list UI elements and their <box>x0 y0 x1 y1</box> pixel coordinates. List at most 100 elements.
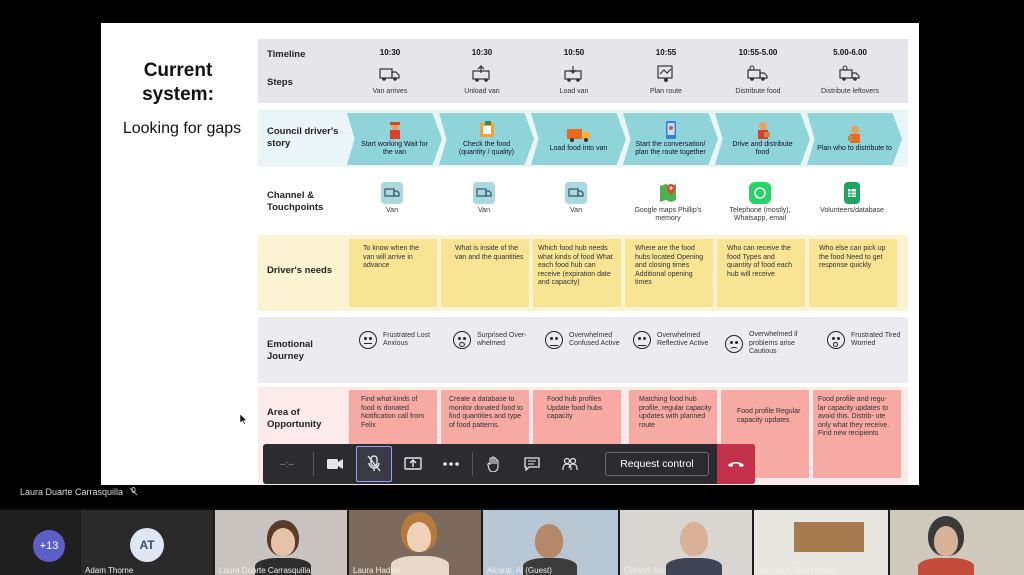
step-time: 10:55 <box>655 48 677 57</box>
channel-label: Telephone (mostly), Whatsapp, email <box>729 207 791 222</box>
sheets-icon <box>844 182 860 204</box>
participant-tile[interactable]: Wojciech Szczepański <box>754 510 888 575</box>
participant-tile[interactable]: Laura Duarte Carrasquilla <box>215 510 347 575</box>
story-text: Plan who to distribute to <box>817 145 892 152</box>
presenter-name-text: Laura Duarte Carrasquilla <box>20 487 124 497</box>
channel-column: Van <box>347 182 437 215</box>
step-column: 10:50 Load van <box>529 48 619 95</box>
story-text: Load food into van <box>549 145 608 152</box>
step-column: 5.00-6.00 Distribute leftovers <box>805 48 895 95</box>
van-icon <box>381 182 403 204</box>
request-control-button[interactable]: Request control <box>605 452 709 476</box>
overflow-count: +13 <box>33 530 65 562</box>
story-text: Start working Wait for the van <box>361 141 428 156</box>
participant-name: Adam Thorne <box>85 566 134 575</box>
step-label: Plan route <box>650 88 682 95</box>
step-label: Unload van <box>464 88 500 95</box>
call-timer: --:-- <box>279 459 295 469</box>
chat-button[interactable] <box>513 444 551 484</box>
camera-button[interactable] <box>316 444 354 484</box>
google-maps-icon <box>657 182 679 204</box>
channel-column: Van <box>439 182 529 215</box>
step-time: 5.00-6.00 <box>833 48 867 57</box>
participant-name: Wojciech Szczepański <box>758 566 838 575</box>
step-label: Load van <box>559 88 589 95</box>
participants-icon <box>562 457 578 470</box>
step-label: Distribute food <box>735 88 781 95</box>
toolbar-divider <box>472 452 473 476</box>
frustrated-face-icon <box>359 331 377 349</box>
participants-button[interactable] <box>551 444 589 484</box>
row-label-story: Council driver's story <box>267 126 339 149</box>
story-chevron: Drive and distribute food <box>715 113 810 165</box>
channel-column: Telephone (mostly), Whatsapp, email <box>715 182 805 223</box>
whatsapp-icon <box>749 182 771 204</box>
hang-up-button[interactable] <box>717 444 755 484</box>
row-label-timeline: Timeline <box>267 49 306 60</box>
emotion-words: Frustrated Tired Worried <box>851 331 901 348</box>
mute-button[interactable] <box>356 446 392 482</box>
step-time: 10:50 <box>563 48 585 57</box>
overflow-participants-tile[interactable]: +13 <box>0 510 80 575</box>
participant-tile[interactable]: Gideon Jan <box>620 510 752 575</box>
needs-note: Who can receive the food Types and quant… <box>717 239 805 307</box>
channel-label: Volunteers/database <box>820 207 884 214</box>
emotion-words: Overwhelmed Reflective Active <box>657 331 709 348</box>
needs-note: Where are the food hubs located Opening … <box>625 239 713 307</box>
worker-icon <box>389 122 400 139</box>
step-column: 10:30 Unload van <box>437 48 527 95</box>
hang-up-icon <box>728 462 744 467</box>
emotion-item: Surprised Over- whelmed <box>453 331 543 349</box>
van-icon <box>473 182 495 204</box>
story-text: Drive and distribute food <box>732 141 793 156</box>
participant-tile[interactable]: AT Adam Thorne <box>81 510 213 575</box>
raise-hand-button[interactable] <box>475 444 513 484</box>
emotion-words: Frustrated Lost Anxious <box>383 331 431 348</box>
van-icon <box>565 182 587 204</box>
plan-route-icon <box>654 63 678 85</box>
camera-icon <box>327 459 343 469</box>
mic-off-icon <box>129 487 137 496</box>
row-label-needs: Driver's needs <box>267 265 333 276</box>
share-screen-button[interactable] <box>394 444 432 484</box>
participant-name: Alcarat, Al (Guest) <box>487 566 552 575</box>
participant-name: Laura Duarte Carrasquilla <box>219 566 311 575</box>
story-chevron: Start the conversation/ plan the route t… <box>623 113 718 165</box>
slide-subtitle: Looking for gaps <box>122 120 242 137</box>
channel-label: Van <box>478 207 490 214</box>
tired-face-icon <box>827 331 845 349</box>
participant-tile[interactable] <box>890 510 1024 575</box>
meeting-toolbar: --:-- Request control <box>263 444 755 484</box>
step-time: 10:30 <box>379 48 401 57</box>
emotion-item: Frustrated Tired Worried <box>827 331 917 349</box>
row-label-channel: Channel & Touchpoints <box>267 190 324 213</box>
chat-icon <box>524 457 540 471</box>
story-chevron: Start working Wait for the van <box>347 113 442 165</box>
story-text: Check the food (quantity / quality) <box>458 141 515 156</box>
needs-note: Who else can pick up the food Need to ge… <box>809 239 897 307</box>
distribute-leftovers-icon <box>838 63 862 85</box>
row-label-emotional: Emotional Journey <box>267 339 313 362</box>
row-label-opportunity: Area of Opportunity <box>267 407 322 430</box>
step-time: 10:30 <box>471 48 493 57</box>
participant-strip: +13 AT Adam Thorne Laura Duarte Carrasqu… <box>0 510 1024 575</box>
emotional-band <box>258 317 908 383</box>
channel-label: Van <box>570 207 582 214</box>
emotion-item: Overwhelmed Confused Active <box>545 331 635 349</box>
mouse-cursor-icon <box>240 414 248 425</box>
participant-name: Laura Hadley <box>353 566 401 575</box>
raise-hand-icon <box>487 456 499 472</box>
story-chevron: Plan who to distribute to <box>807 113 902 165</box>
worried-face-icon <box>725 334 743 353</box>
reflective-face-icon <box>633 331 651 349</box>
step-label: Distribute leftovers <box>821 88 879 95</box>
participant-name: Gideon Jan <box>624 566 665 575</box>
story-text: Start the conversation/ plan the route t… <box>635 141 706 156</box>
step-column: 10:55 Plan route <box>621 48 711 95</box>
channel-column: Google maps Phillip's memory <box>623 182 713 223</box>
surprised-face-icon <box>453 331 471 349</box>
ellipsis-icon <box>443 462 459 466</box>
participant-tile[interactable]: Alcarat, Al (Guest) <box>483 510 618 575</box>
more-actions-button[interactable] <box>432 444 470 484</box>
participant-tile[interactable]: Laura Hadley <box>349 510 481 575</box>
